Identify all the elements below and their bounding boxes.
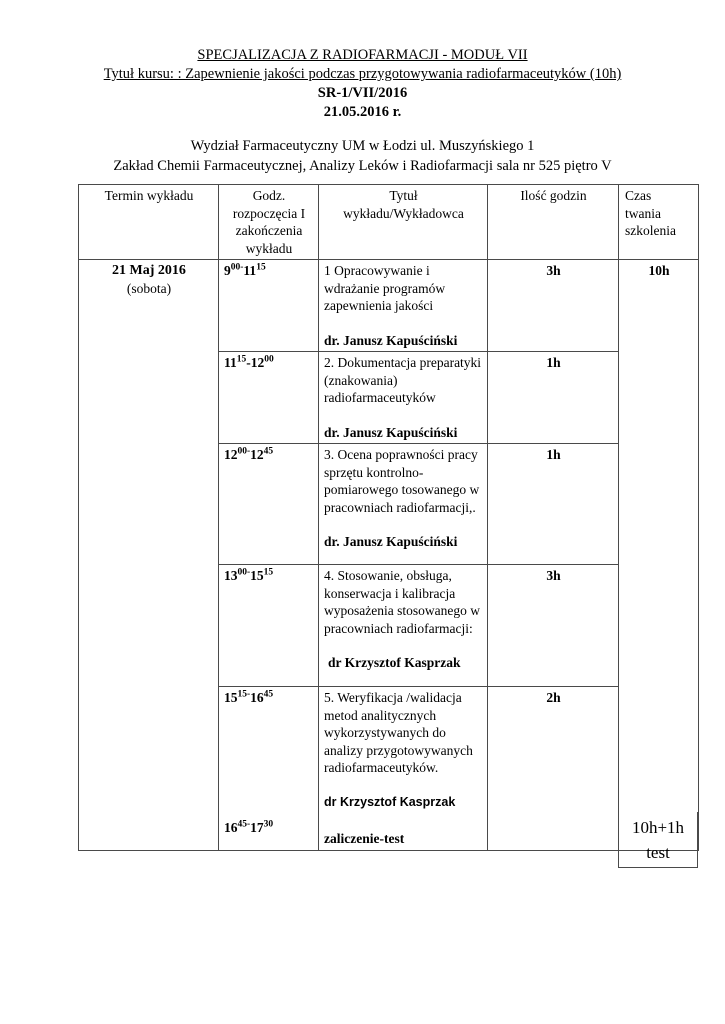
column-header-czas-line1: Czas — [625, 188, 652, 203]
time-start-hour: 11 — [224, 355, 237, 370]
column-header-tytul-line1: Tytuł — [389, 188, 418, 203]
lecture-title-cell-2: 2. Dokumentacja preparatyki (znakowania)… — [318, 351, 488, 444]
table-row: 1515-1645 1645-1730 5. Weryfikacja /wali… — [79, 686, 699, 851]
time-separator: - — [247, 819, 251, 829]
extra-time-end-hour: 17 — [250, 819, 264, 835]
table-row: 1300-1515 4. Stosowanie, obsługa, konser… — [79, 564, 699, 687]
time-separator: - — [247, 567, 251, 578]
lecture-date-cell: 21 Maj 2016 (sobota) — [78, 259, 219, 851]
time-end-hour: 12 — [250, 447, 264, 462]
schedule-table: Termin wykładu Godz. rozpoczęcia I zakoń… — [78, 184, 699, 851]
time-end-minute: 00 — [264, 354, 274, 365]
time-separator: - — [247, 689, 251, 700]
time-start-minute: 15 — [237, 689, 248, 700]
extra-time-start-hour: 16 — [224, 819, 238, 835]
lecture-weekday: (sobota) — [126, 280, 172, 296]
time-end-minute: 15 — [263, 567, 274, 578]
lecture-time-3: 1200-1245 — [218, 443, 319, 565]
time-start-hour: 9 — [224, 263, 231, 278]
lecture-hours-1: 3h — [487, 259, 619, 352]
lecture-hours-3: 1h — [487, 443, 619, 565]
table-row: 1200-1245 3. Ocena poprawności pracy spr… — [79, 443, 699, 565]
time-end-hour: 12 — [250, 355, 265, 370]
lecture-title-3: 3. Ocena poprawności pracy sprzętu kontr… — [324, 447, 480, 515]
lecturer-name-4: dr Krzysztof Kasprzak — [328, 655, 461, 670]
time-start-minute: 00 — [237, 446, 248, 457]
lecture-hours-5: 2h — [487, 686, 619, 851]
column-header-czas-line3: szkolenia — [625, 223, 676, 238]
lecture-title-5: 5. Weryfikacja /walidacja metod analityc… — [324, 690, 473, 775]
course-date: 21.05.2016 r. — [323, 104, 402, 120]
course-specialization-title: SPECJALIZACJA Z RADIOFARMACJI - MODUŁ VI… — [197, 47, 528, 63]
column-header-godz-line4: wykładu — [245, 240, 293, 256]
venue-faculty: Wydział Farmaceutyczny UM w Łodzi ul. Mu… — [190, 138, 535, 154]
column-header-czas-line2: twania — [625, 205, 661, 221]
time-end-minute: 45 — [263, 446, 274, 457]
time-start-hour: 13 — [224, 568, 238, 583]
time-end-minute: 15 — [256, 262, 266, 273]
lecture-title-cell-4: 4. Stosowanie, obsługa, konserwacja i ka… — [318, 564, 488, 687]
lecturer-name-1: dr. Janusz Kapuściński — [324, 332, 458, 348]
extra-time-end-minute: 30 — [263, 819, 274, 829]
venue-department: Zakład Chemii Farmaceutycznej, Analizy L… — [113, 158, 612, 174]
lecture-time-1: 900-1115 — [218, 259, 319, 352]
lecture-title-cell-1: 1 Opracowywanie i wdrażanie programów za… — [318, 259, 488, 352]
assessment-test-label: zaliczenie-test — [324, 831, 405, 846]
time-separator: - — [246, 355, 251, 370]
lecture-title-cell-3: 3. Ocena poprawności pracy sprzętu kontr… — [318, 443, 488, 565]
grand-total-test-label: test — [646, 842, 670, 862]
lecture-hours-2: 1h — [487, 351, 619, 444]
document-header: SPECJALIZACJA Z RADIOFARMACJI - MODUŁ VI… — [0, 46, 725, 122]
table-row: 1115-1200 2. Dokumentacja preparatyki (z… — [79, 351, 699, 444]
table-row: 21 Maj 2016 (sobota) 900-1115 1 Opracowy… — [78, 259, 699, 851]
time-end-hour: 11 — [243, 263, 257, 278]
grand-total-box: 10h+1h test — [618, 812, 698, 868]
lecturer-name-2: dr. Janusz Kapuściński — [324, 424, 458, 440]
table-header-row: Termin wykładu Godz. rozpoczęcia I zakoń… — [78, 184, 699, 260]
column-header-termin: Termin wykładu — [78, 184, 219, 260]
time-start-hour: 12 — [224, 447, 238, 462]
training-duration-total: 10h — [618, 259, 699, 851]
time-separator: - — [240, 262, 244, 273]
grand-total-hours: 10h+1h — [631, 817, 685, 837]
column-header-godz-line2: rozpoczęcia I — [232, 205, 306, 221]
time-end-hour: 16 — [250, 690, 264, 705]
venue-block: Wydział Farmaceutyczny UM w Łodzi ul. Mu… — [0, 136, 725, 176]
time-end-minute: 45 — [263, 689, 274, 700]
time-separator: - — [247, 446, 251, 457]
lecture-time-5-main: 1515-1645 — [224, 689, 314, 707]
column-header-godz-line3: zakończenia — [235, 223, 303, 238]
time-start-minute: 15 — [236, 354, 247, 365]
time-start-hour: 15 — [224, 690, 238, 705]
lecturer-name-3: dr. Janusz Kapuściński — [324, 534, 458, 549]
lecture-time-4: 1300-1515 — [218, 564, 319, 687]
column-header-tytul-line2: wykładu/Wykładowca — [343, 205, 464, 221]
column-header-godz-line1: Godz. — [252, 188, 286, 203]
lecture-time-2: 1115-1200 — [218, 351, 319, 444]
lecture-title-2: 2. Dokumentacja preparatyki (znakowania)… — [324, 355, 482, 405]
time-start-minute: 00 — [230, 262, 241, 273]
column-header-czas-trwania: Czas twania szkolenia — [618, 184, 699, 260]
column-header-tytul: Tytuł wykładu/Wykładowca — [318, 184, 488, 260]
time-end-hour: 15 — [250, 568, 264, 583]
course-title-line: Tytuł kursu: : Zapewnienie jakości podcz… — [103, 66, 622, 82]
time-start-minute: 00 — [237, 567, 248, 578]
lecture-title-4: 4. Stosowanie, obsługa, konserwacja i ka… — [324, 568, 480, 636]
lecture-date: 21 Maj 2016 — [112, 263, 186, 278]
lecturer-name-5: dr Krzysztof Kasprzak — [324, 794, 456, 809]
lecture-title-cell-5: 5. Weryfikacja /walidacja metod analityc… — [318, 686, 488, 851]
column-header-ilosc-godzin: Ilość godzin — [487, 184, 619, 260]
extra-time-start-minute: 45 — [237, 819, 248, 829]
column-header-godziny: Godz. rozpoczęcia I zakończenia wykładu — [218, 184, 319, 260]
lecture-time-5: 1515-1645 1645-1730 — [218, 686, 319, 851]
course-code: SR-1/VII/2016 — [317, 85, 408, 101]
lecture-title-1: 1 Opracowywanie i wdrażanie programów za… — [324, 263, 446, 313]
lecture-time-5-extra: 1645-1730 — [224, 819, 314, 837]
lecture-hours-4: 3h — [487, 564, 619, 687]
